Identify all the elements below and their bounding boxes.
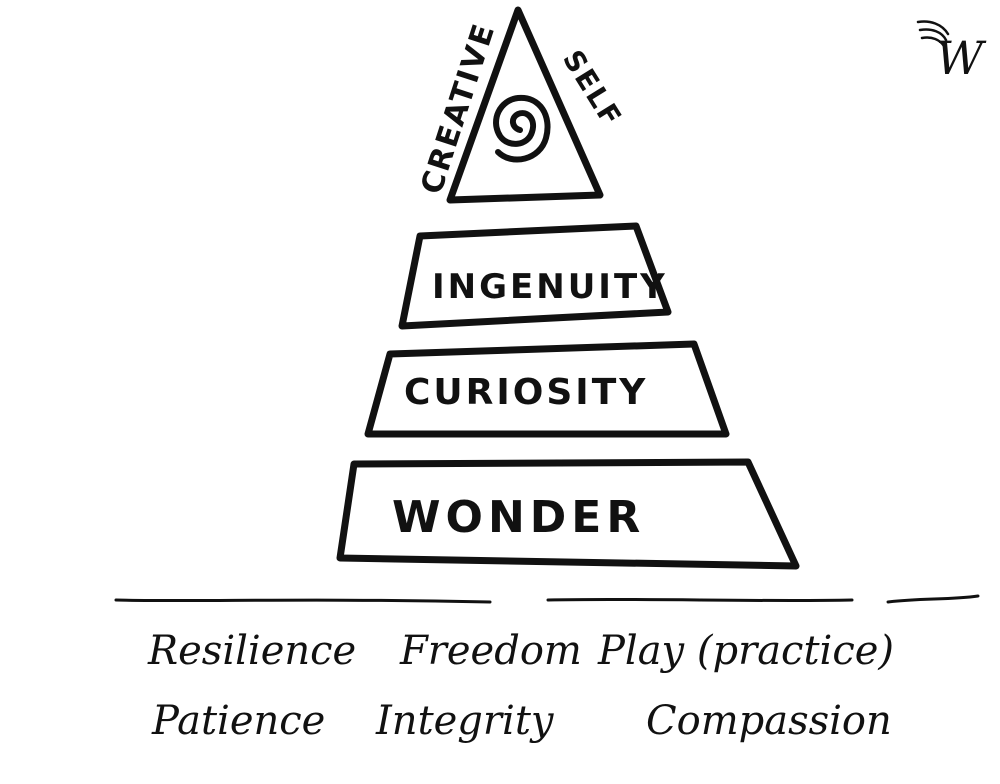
foundation-compassion: Compassion <box>646 698 892 744</box>
tier-shape <box>336 458 800 570</box>
foundation-play: Play (practice) <box>597 628 894 674</box>
foundation-freedom: Freedom <box>399 628 582 674</box>
tier-shape <box>364 340 730 438</box>
foundation-integrity: Integrity <box>375 698 555 744</box>
wing-icon <box>916 20 950 48</box>
apex-triangle <box>446 6 604 204</box>
tier-ingenuity: INGENUITY <box>398 222 672 330</box>
apex: CREATIVE SELF <box>414 6 629 204</box>
foundation-patience: Patience <box>151 698 325 744</box>
tier-label: WONDER <box>392 492 645 543</box>
tier-curiosity: CURIOSITY <box>364 340 730 438</box>
spiral-icon <box>493 94 551 163</box>
tier-label: CURIOSITY <box>404 372 648 413</box>
tier-label: INGENUITY <box>432 267 668 307</box>
tier-wonder: WONDER <box>336 458 800 570</box>
foundation-resilience: Resilience <box>147 628 356 674</box>
foundations-row-2: Patience Integrity Compassion <box>151 698 892 744</box>
foundations-row-1: Resilience Freedom Play (practice) <box>147 628 894 674</box>
logo-letter: W <box>936 31 987 85</box>
logo: W <box>916 20 987 85</box>
tier-shape <box>398 222 672 330</box>
ground-line <box>114 594 980 604</box>
